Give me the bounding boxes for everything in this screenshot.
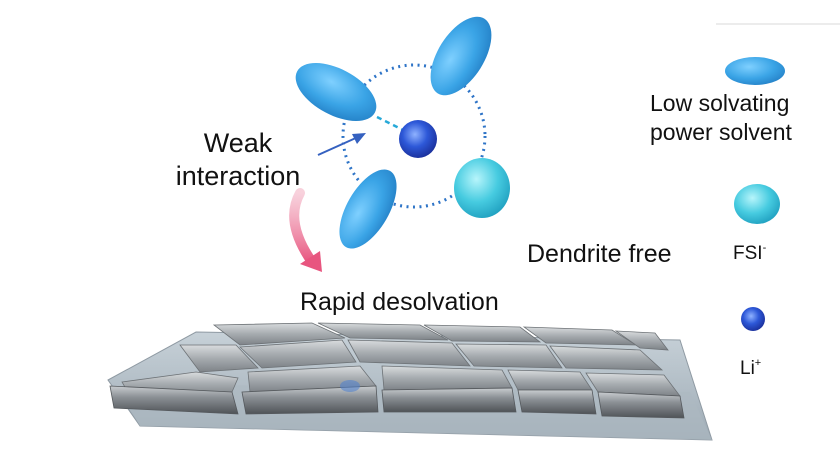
legend-fsi-text: FSI — [733, 243, 763, 264]
fsi-anion — [454, 158, 510, 218]
legend-solvent-line-1: Low solvating — [650, 90, 790, 116]
rapid-desolvation-label: Rapid desolvation — [300, 288, 499, 316]
solvent-molecule-3 — [339, 169, 397, 249]
dendrite-free-li-anode — [107, 322, 713, 441]
li-ion — [399, 120, 437, 158]
weak-interaction-dashed-bond — [376, 115, 406, 133]
dendrite-free-label: Dendrite free — [527, 240, 672, 268]
weak-interaction-line-2: interaction — [175, 161, 301, 191]
legend-fsi-charge: - — [762, 242, 767, 254]
legend-li-icon — [741, 307, 765, 331]
legend-solvent-line-2: power solvent — [650, 119, 792, 145]
weak-interaction-label: Weak interaction — [168, 127, 308, 193]
legend-li-charge: + — [754, 357, 762, 369]
legend-fsi-label: FSI- — [733, 242, 766, 265]
legend-li-label: Li+ — [740, 357, 761, 380]
legend-fsi-icon — [734, 184, 780, 224]
solvent-molecule-2 — [430, 16, 492, 96]
desolvation-curved-arrow — [289, 188, 322, 272]
solvation-shell-dotted-ring — [341, 63, 487, 209]
legend-solvent-icon — [725, 57, 785, 85]
solvation-sheath — [295, 16, 510, 249]
legend-li-text: Li — [740, 358, 755, 379]
weak-interaction-arrow — [317, 133, 366, 156]
solvent-molecule-1 — [295, 63, 377, 121]
weak-interaction-line-1: Weak — [203, 128, 273, 158]
legend-solvent-label: Low solvating power solvent — [650, 89, 792, 147]
